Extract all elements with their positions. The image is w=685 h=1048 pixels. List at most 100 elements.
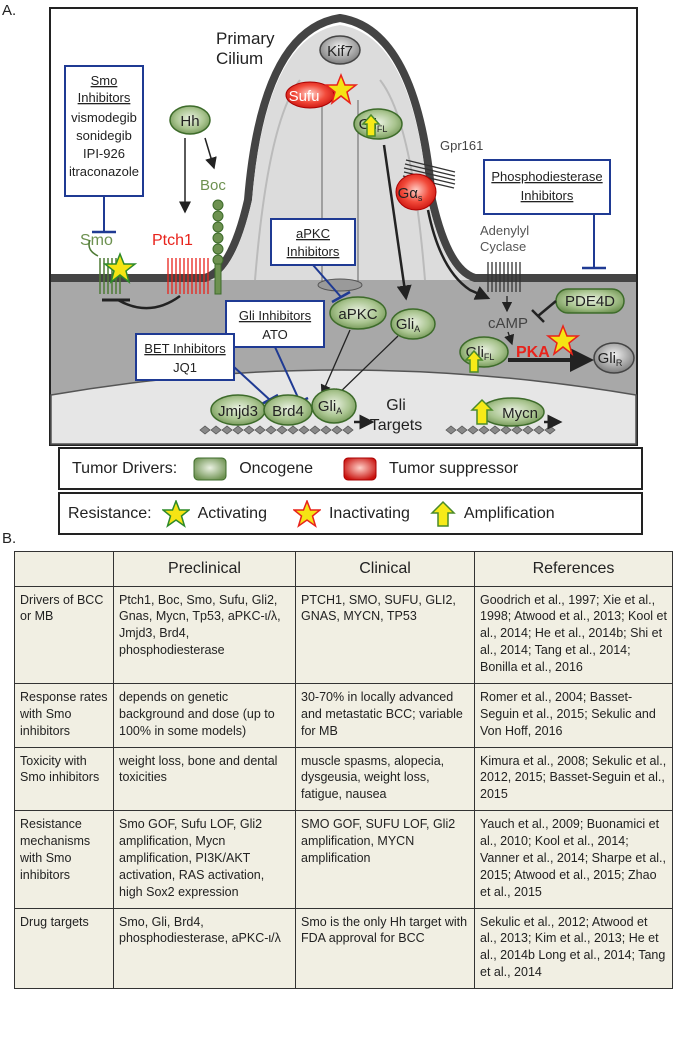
references-cell: Yauch et al., 2009; Buonamici et al., 20… — [474, 810, 673, 909]
gli-targets-line2: Targets — [370, 417, 422, 434]
apkc-label: aPKC — [338, 306, 377, 323]
gpr161-label: Gpr161 — [440, 138, 483, 153]
tumor-drivers-legend: Tumor Drivers: Oncogene Tumor suppressor — [58, 447, 643, 490]
gli-a-nucleus-node — [311, 388, 357, 424]
gli-targets-line1: Gli — [386, 397, 406, 414]
basal-body — [317, 278, 363, 292]
cilium-interior — [210, 25, 470, 280]
preclinical-cell: weight loss, bone and dental toxicities — [113, 746, 296, 812]
gli-r-label: GliR — [598, 350, 623, 368]
activating-star-icon — [161, 499, 190, 528]
table-header-cell: Preclinical — [113, 551, 296, 587]
panel-b-label: B. — [2, 530, 17, 547]
table-header-cell: References — [474, 551, 673, 587]
hedgehog-pathway-diagram: Primary Cilium Kif7 Sufu GliFL Gpr161 Gα… — [49, 7, 638, 446]
smo-inhibitors-title2: Inhibitors — [78, 90, 131, 105]
sufu-label: Sufu — [289, 88, 320, 105]
preclinical-cell: Ptch1, Boc, Smo, Sufu, Gli2, Gnas, Mycn,… — [113, 585, 296, 684]
preclinical-cell: Smo, Gli, Brd4, phosphodiesterase, aPKC-… — [113, 907, 296, 990]
apkc-inhibitors-title2: Inhibitors — [287, 244, 340, 259]
clinical-cell: Smo is the only Hh target with FDA appro… — [295, 907, 475, 990]
clinical-cell: PTCH1, SMO, SUFU, GLI2, GNAS, MYCN, TP53 — [295, 585, 475, 684]
sufu-inactivating-star-icon — [323, 72, 359, 105]
clinical-cell: muscle spasms, alopecia, dysgeusia, weig… — [295, 746, 475, 812]
boc-label: Boc — [200, 177, 226, 194]
pka-inactivating-star-icon — [545, 323, 581, 356]
tumor-suppressor-swatch-icon — [343, 457, 377, 480]
gli-a-cyto-node — [390, 308, 436, 340]
resistance-label: Resistance: — [68, 504, 152, 522]
row-label: Response rates with Smo inhibitors — [14, 682, 114, 748]
jmjd3-label: Jmjd3 — [218, 403, 258, 420]
table-row: Drug targets Smo, Gli, Brd4, phosphodies… — [14, 907, 673, 990]
ptch1-receptor — [167, 258, 209, 294]
panel-a-label: A. — [2, 2, 17, 19]
clinical-cell: SMO GOF, SUFU LOF, Gli2 amplification, M… — [295, 810, 475, 909]
adenylyl-cyclase-label-line2: Cyclase — [480, 239, 526, 254]
smo-inhibitors-box — [64, 65, 144, 197]
references-cell: Kimura et al., 2008; Sekulic et al., 201… — [474, 746, 673, 812]
inactivating-label: Inactivating — [328, 504, 410, 522]
preclinical-cell: Smo GOF, Sufu LOF, Gli2 amplification, M… — [113, 810, 296, 909]
preclinical-cell: depends on genetic background and dose (… — [113, 682, 296, 748]
apkc-node — [329, 296, 387, 330]
gli-r-node — [593, 342, 635, 374]
row-label: Resistance mechanisms with Smo inhibitor… — [14, 810, 114, 909]
gpr161-receptor — [402, 159, 456, 189]
table-header-cell — [14, 551, 114, 587]
row-label: Toxicity with Smo inhibitors — [14, 746, 114, 812]
gli-a-nucleus-label: GliA — [318, 398, 342, 416]
smo-label: Smo — [80, 232, 113, 249]
gas-label: Gαs — [398, 185, 423, 203]
gli-fl-cyto-amplification-icon — [464, 349, 484, 373]
table-row: Resistance mechanisms with Smo inhibitor… — [14, 810, 673, 909]
row-label: Drivers of BCC or MB — [14, 585, 114, 684]
cilium-title-line2: Cilium — [216, 49, 263, 68]
adenylyl-cyclase-label-line1: Adenylyl — [480, 223, 529, 238]
boc-receptor — [212, 199, 224, 295]
phosphodiesterase-inhibitors-box — [483, 159, 611, 215]
amplification-label: Amplification — [463, 504, 555, 522]
oncogene-swatch-icon — [193, 457, 227, 480]
smo-inhibitor-item: sonidegib — [76, 128, 132, 143]
references-cell: Goodrich et al., 1997; Xie et al., 1998;… — [474, 585, 673, 684]
kif7-label: Kif7 — [327, 43, 353, 60]
camp-label: cAMP — [488, 315, 528, 332]
table-header-row: Preclinical Clinical References — [14, 551, 673, 587]
hh-label: Hh — [180, 113, 199, 130]
table-row: Drivers of BCC or MB Ptch1, Boc, Smo, Su… — [14, 585, 673, 684]
bet-inhibitors-item: JQ1 — [173, 360, 197, 375]
smo-inhibitor-item: itraconazole — [69, 164, 139, 179]
mycn-label: Mycn — [502, 405, 538, 422]
kif7-node — [319, 35, 361, 65]
oncogene-label: Oncogene — [239, 459, 314, 477]
gli-fl-cilium-amplification-icon — [361, 113, 381, 137]
amplification-arrow-icon — [430, 500, 456, 527]
smo-activating-star-icon — [102, 251, 138, 284]
cilium-title-line1: Primary — [216, 29, 275, 48]
clinical-cell: 30-70% in locally advanced and metastati… — [295, 682, 475, 748]
activating-label: Activating — [197, 504, 267, 522]
bet-inhibitors-box — [135, 333, 235, 381]
smo-inhibitor-item: IPI-926 — [83, 146, 125, 161]
summary-table: Preclinical Clinical References Drivers … — [14, 551, 673, 990]
apkc-inhibitors-title: aPKC — [296, 226, 330, 241]
smo-inhibitor-item: vismodegib — [71, 110, 137, 125]
gli-a-cyto-label: GliA — [396, 316, 420, 334]
table-row: Response rates with Smo inhibitors depen… — [14, 682, 673, 748]
dna-strand-right — [445, 425, 556, 435]
mycn-amplification-icon — [470, 398, 494, 425]
bet-inhibitors-title: BET Inhibitors — [144, 341, 226, 356]
cell-membrane — [51, 14, 636, 282]
gli-inhibitors-item: ATO — [262, 327, 288, 342]
dna-strand-left — [199, 425, 354, 435]
smo-inhibitors-title: Smo — [91, 73, 118, 88]
table-row: Toxicity with Smo inhibitors weight loss… — [14, 746, 673, 812]
adenylyl-cyclase-receptor — [487, 262, 521, 292]
pde4d-label: PDE4D — [565, 293, 615, 310]
inactivating-star-icon — [292, 499, 321, 528]
hh-node — [169, 105, 211, 135]
phosphodiesterase-inhibitors-title: Phosphodiesterase — [491, 169, 602, 184]
table-header-cell: Clinical — [295, 551, 475, 587]
phosphodiesterase-inhibitors-title2: Inhibitors — [521, 188, 574, 203]
